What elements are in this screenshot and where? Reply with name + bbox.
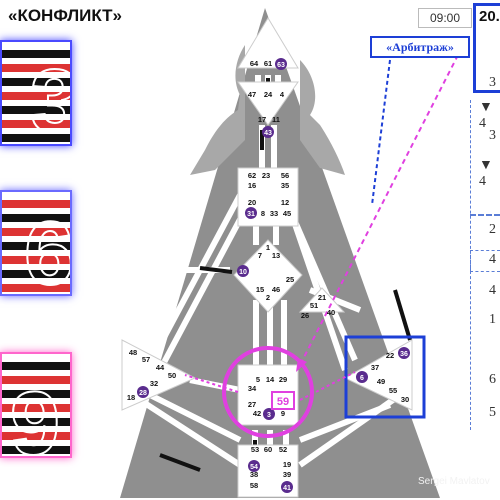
gate-26: 26 [301, 311, 309, 320]
gate-39: 39 [283, 470, 291, 479]
sacral-highlight-circle [222, 346, 314, 438]
side-line-6: 4 [489, 252, 496, 267]
gate-29: 29 [279, 375, 287, 384]
side-line-1: 3 [489, 75, 496, 90]
gate-57: 57 [142, 355, 150, 364]
gate-56: 56 [281, 171, 289, 180]
gate-18: 18 [127, 393, 135, 402]
svg-text:9: 9 [10, 374, 60, 458]
gate-63-highlight: 63 [277, 62, 285, 69]
gate-32: 32 [150, 379, 158, 388]
solar-highlight-box [344, 335, 426, 419]
svg-text:6: 6 [24, 204, 72, 296]
gate-10-highlight: 10 [239, 269, 247, 276]
gate-60: 60 [264, 445, 272, 454]
time-field: 09:00 [418, 8, 472, 28]
gate-50: 50 [168, 371, 176, 380]
side-panel-frame: 20. [473, 3, 500, 93]
gate-58: 58 [250, 481, 258, 490]
side-line-2: ▼ 4 [479, 100, 493, 131]
gate-36-highlight: 36 [400, 351, 408, 358]
svg-text:3: 3 [30, 52, 72, 146]
side-line-9: 6 [489, 372, 496, 387]
gate-33: 33 [270, 209, 278, 218]
gate-34: 34 [248, 384, 257, 393]
side-line-10: 5 [489, 405, 496, 420]
gate-38: 38 [250, 470, 258, 479]
gate-40: 40 [327, 308, 335, 317]
gate-59-label: 59 [277, 396, 289, 408]
gate-44: 44 [156, 363, 165, 372]
gate-12: 12 [281, 198, 289, 207]
gate-42: 42 [253, 409, 261, 418]
gate-20: 20 [248, 198, 256, 207]
gate-47: 47 [248, 90, 256, 99]
gate-51: 51 [310, 301, 318, 310]
gate-24: 24 [264, 90, 273, 99]
gate-48: 48 [129, 348, 137, 357]
side-line-5: 2 [489, 222, 496, 237]
gate-3-highlight: 3 [267, 412, 271, 419]
gate-31-highlight: 31 [247, 211, 255, 218]
side-line-3: 3 [489, 128, 496, 143]
gate-55: 55 [389, 386, 397, 395]
gate-35: 35 [281, 181, 289, 190]
header-cut-text: 20. [479, 8, 500, 25]
gate-28-highlight: 28 [139, 390, 147, 397]
gate-4: 4 [280, 90, 285, 99]
gate-64: 64 [250, 59, 259, 68]
gate-15: 15 [256, 285, 264, 294]
gate-27: 27 [248, 400, 256, 409]
gate-1: 1 [266, 243, 270, 252]
gate-53: 53 [251, 445, 259, 454]
gate-54-highlight: 54 [250, 464, 258, 471]
gate-41-highlight: 41 [283, 485, 291, 492]
gate-19: 19 [283, 460, 291, 469]
gate-30: 30 [401, 395, 409, 404]
gate-7: 7 [258, 251, 262, 260]
hexagram-card-top: 3 [0, 40, 72, 146]
gate-22: 22 [386, 351, 394, 360]
gate-45: 45 [283, 209, 291, 218]
gate-52: 52 [279, 445, 287, 454]
credit-text: Sergei Mavlatov [418, 476, 490, 487]
gate-6-highlight: 6 [360, 375, 364, 382]
gate-14: 14 [266, 375, 275, 384]
gate-11: 11 [272, 115, 280, 124]
side-line-8: 1 [489, 312, 496, 327]
gate-17: 17 [258, 115, 266, 124]
gate-61: 61 [264, 59, 272, 68]
gate-43-highlight: 43 [264, 130, 272, 137]
gate-9: 9 [281, 409, 285, 418]
hexagram-card-middle: 6 [0, 190, 72, 296]
gate-2: 2 [266, 293, 270, 302]
gate-25: 25 [286, 275, 294, 284]
gate-62: 62 [248, 171, 256, 180]
gate-16: 16 [248, 181, 256, 190]
page-title: «КОНФЛИКТ» [8, 6, 122, 25]
gate-13: 13 [272, 251, 280, 260]
side-line-4: ▼ 4 [479, 158, 493, 189]
arbitrage-callout: «Арбитраж» [370, 36, 470, 58]
gate-23: 23 [262, 171, 270, 180]
hexagram-card-bottom: 9 [0, 352, 72, 458]
gate-5: 5 [256, 375, 260, 384]
gate-8: 8 [261, 209, 265, 218]
side-line-7: 4 [489, 283, 496, 298]
gate-49: 49 [377, 377, 385, 386]
gate-21: 21 [318, 293, 326, 302]
gate-37: 37 [371, 363, 379, 372]
gate-46: 46 [272, 285, 280, 294]
